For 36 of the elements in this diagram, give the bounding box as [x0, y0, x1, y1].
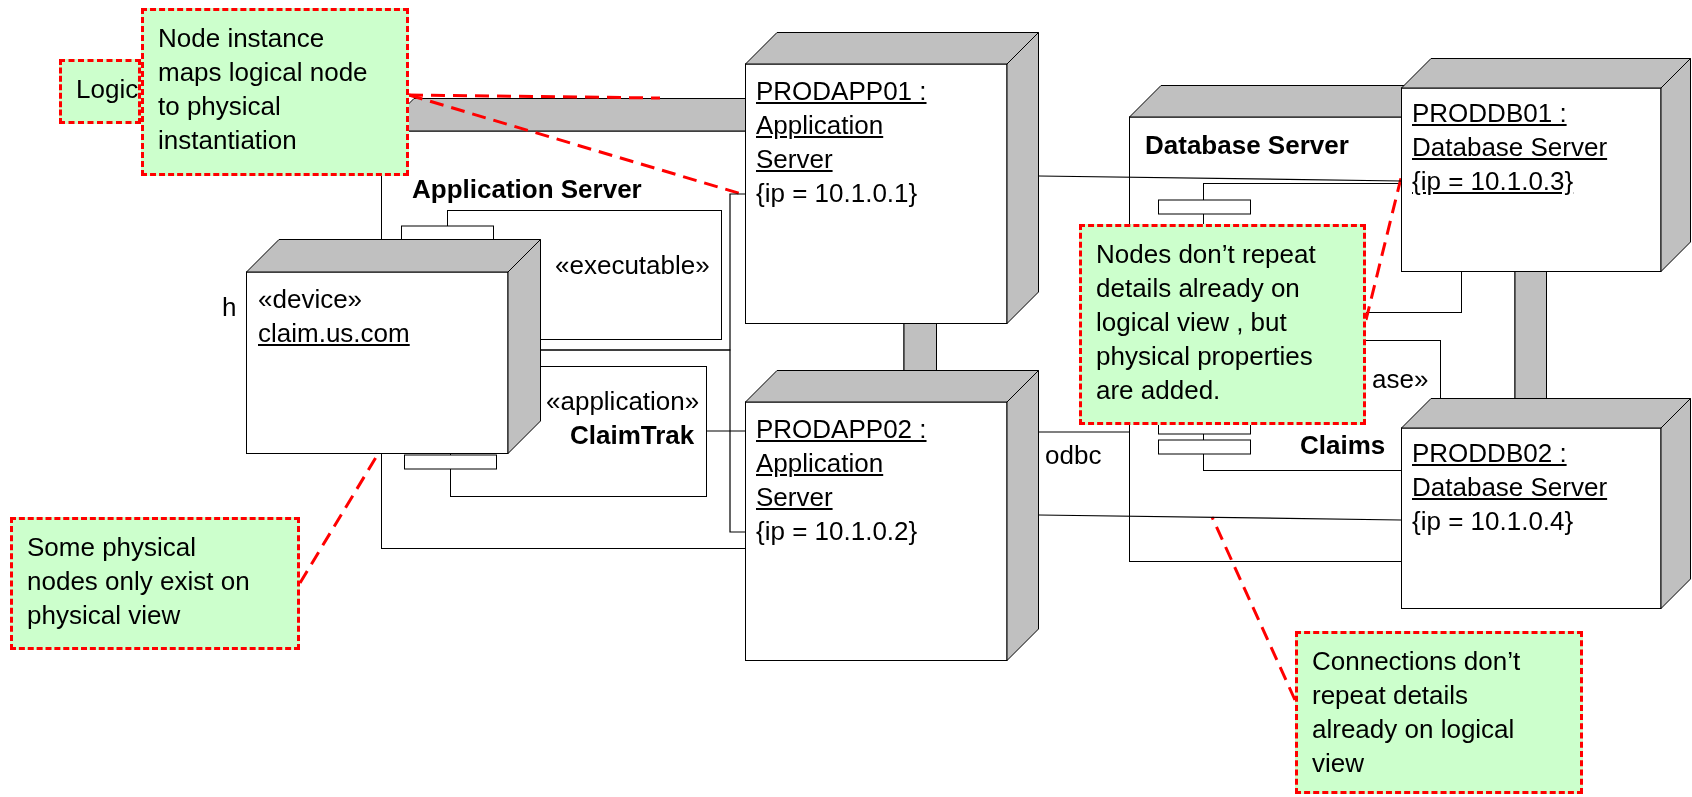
node-title: Application Server	[412, 173, 642, 206]
note	[1079, 224, 1366, 425]
note	[59, 59, 141, 124]
node-name: PRODDB01 : Database Server	[1412, 97, 1609, 164]
node-name: PRODDB02 : Database Server	[1412, 437, 1609, 504]
note-text: Logic	[76, 73, 136, 106]
component-name: ClaimTrak	[570, 419, 695, 452]
node-properties: {ip = 10.1.0.2}	[756, 515, 918, 548]
note	[141, 8, 409, 176]
stereotype: «device»	[258, 283, 363, 316]
stereotype: «application»	[546, 385, 700, 418]
note	[10, 517, 300, 650]
leader-line	[408, 93, 661, 100]
connector	[1038, 431, 1130, 433]
note-text: Connections don’t repeat details already on logical view	[1312, 645, 1522, 780]
component-name: Claims	[1300, 429, 1386, 462]
node-title: Database Server	[1145, 129, 1349, 162]
leader-line	[1210, 516, 1297, 701]
note-text: Some physical nodes only exist on physical view	[27, 531, 251, 632]
note	[1295, 631, 1583, 794]
connector	[540, 349, 746, 533]
note-text: Node instance maps logical node to physical instantiation	[158, 22, 369, 157]
connector	[1038, 514, 1402, 521]
note-text: Nodes don’t repeat details already on logical view , but physical properties are added.	[1096, 238, 1317, 407]
node-name: PRODAPP01 : Application Server	[756, 75, 928, 176]
stereotype: «executable»	[555, 249, 710, 282]
node-caption: h	[222, 291, 237, 324]
node-properties: {ip = 10.1.0.3}	[1412, 165, 1574, 198]
connector	[1038, 175, 1402, 182]
leader-line	[1364, 177, 1403, 321]
node-name: PRODAPP02 : Application Server	[756, 413, 928, 514]
stereotype: ase»	[1372, 363, 1429, 396]
node-properties: {ip = 10.1.0.1}	[756, 177, 918, 210]
node-properties: {ip = 10.1.0.4}	[1412, 505, 1574, 538]
node-name: claim.us.com	[258, 317, 410, 350]
connector	[706, 430, 746, 432]
